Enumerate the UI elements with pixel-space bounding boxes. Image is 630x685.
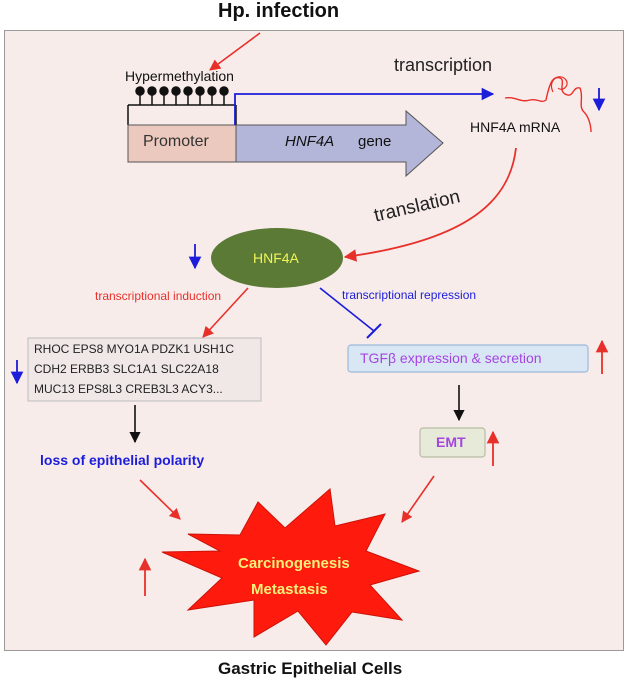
- induction-label: transcriptional induction: [95, 289, 222, 303]
- infection-arrow: [209, 32, 261, 71]
- outcome-line2: Metastasis: [251, 581, 328, 598]
- tgfb-label: TGFβ expression & secretion: [360, 350, 542, 366]
- methylation-lollipops: [127, 86, 237, 125]
- polarity-to-outcome-arrow: [139, 479, 181, 520]
- cell-caption: Gastric Epithelial Cells: [218, 659, 403, 678]
- methylation-label: Hypermethylation: [125, 68, 234, 84]
- hnf4a-protein: [211, 228, 343, 288]
- transcription-arrow: [234, 87, 495, 125]
- outcome-line1: Carcinogenesis: [238, 555, 350, 572]
- outcome-explosion: [161, 488, 421, 646]
- target-row: MUC13 EPS8L3 CREB3L3 ACY3...: [34, 382, 223, 396]
- promoter-label: Promoter: [143, 133, 209, 150]
- promoter-box: [127, 124, 237, 163]
- tgfb-box: [347, 344, 589, 373]
- repression-label: transcriptional repression: [342, 288, 477, 302]
- mrna-loop: [550, 76, 568, 93]
- emt-box: [419, 427, 486, 458]
- transcription-label: transcription: [394, 55, 493, 75]
- target-row: CDH2 ERBB3 SLC1A1 SLC22A18: [34, 362, 219, 376]
- induction-arrow: [202, 287, 249, 338]
- repression-line: [319, 287, 375, 332]
- polarity-label: loss of epithelial polarity: [40, 452, 205, 468]
- target-row: RHOC EPS8 MYO1A PDZK1 USH1C: [34, 342, 235, 356]
- hnf4a-protein-label: HNF4A: [253, 250, 299, 266]
- emt-label: EMT: [436, 434, 466, 450]
- gene-word-label: gene: [358, 133, 392, 150]
- repression-bar: [366, 323, 382, 339]
- translation-arrow: [343, 147, 517, 262]
- target-genes-box: [27, 337, 262, 402]
- gene-block-arrow: [235, 109, 444, 178]
- gene-name-label: HNF4A: [285, 133, 335, 150]
- mrna-label: HNF4A mRNA: [470, 119, 561, 135]
- mrna-strand: [504, 76, 592, 133]
- infection-title: Hp. infection: [218, 0, 340, 22]
- emt-to-outcome-arrow: [401, 475, 435, 523]
